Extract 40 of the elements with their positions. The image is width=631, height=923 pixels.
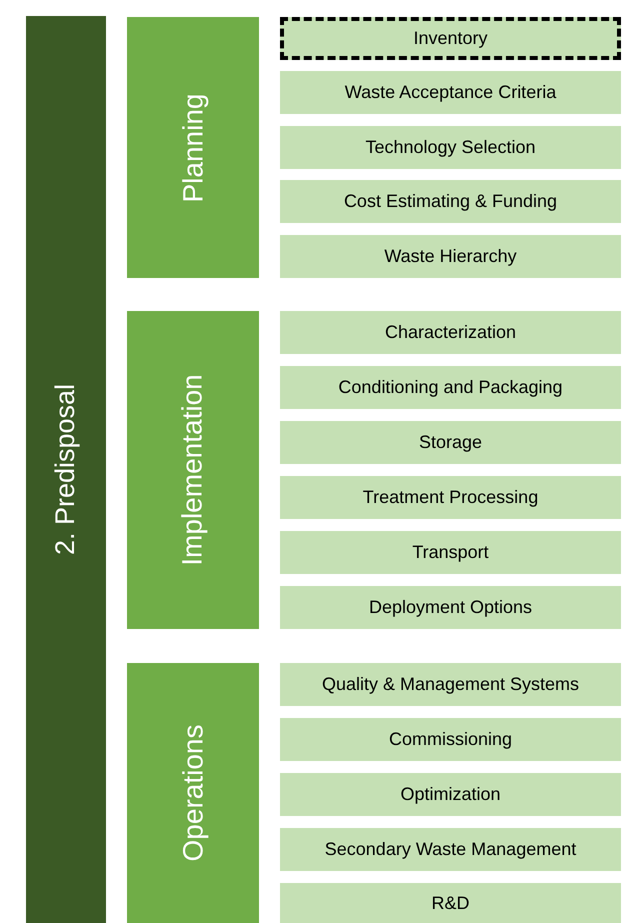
activity-box	[280, 773, 621, 816]
activity-label: Quality & Management Systems	[322, 674, 580, 695]
activity-box	[280, 421, 621, 464]
activity-label: Cost Estimating & Funding	[344, 191, 558, 212]
activity-label: R&D	[431, 892, 470, 914]
activity-box	[280, 366, 621, 409]
activity-box	[280, 17, 621, 60]
activity-label: Conditioning and Packaging	[338, 377, 563, 398]
phase-band	[26, 16, 106, 923]
activity-box	[280, 828, 621, 871]
stage-label: Operations	[177, 724, 209, 862]
stage-band	[127, 663, 259, 923]
activity-box	[280, 311, 621, 354]
activity-box	[280, 586, 621, 629]
activity-label: Treatment Processing	[362, 487, 538, 508]
stage-label: Implementation	[177, 374, 209, 566]
stage-band	[127, 17, 259, 278]
activity-box	[280, 531, 621, 574]
stage-label: Planning	[177, 93, 209, 202]
activity-label: Transport	[412, 542, 489, 563]
activity-label: Inventory	[413, 28, 488, 49]
activity-label: Secondary Waste Management	[324, 839, 576, 860]
stage-band	[127, 311, 259, 629]
activity-box	[280, 126, 621, 169]
activity-label: Waste Acceptance Criteria	[344, 82, 556, 103]
activity-box	[280, 663, 621, 706]
activity-box	[280, 235, 621, 278]
activity-box	[280, 180, 621, 223]
activity-box	[280, 718, 621, 761]
stage-label: 2. Predisposal	[50, 384, 82, 556]
activity-box	[280, 71, 621, 114]
activity-label: Optimization	[400, 784, 501, 805]
activity-label: Technology Selection	[365, 137, 536, 158]
activity-label: Waste Hierarchy	[384, 246, 517, 267]
activity-label: Commissioning	[388, 729, 512, 750]
activity-label: Characterization	[384, 322, 516, 343]
activity-label: Storage	[418, 432, 482, 453]
activity-box	[280, 476, 621, 519]
activity-box	[280, 883, 621, 923]
activity-label: Deployment Options	[368, 597, 532, 618]
